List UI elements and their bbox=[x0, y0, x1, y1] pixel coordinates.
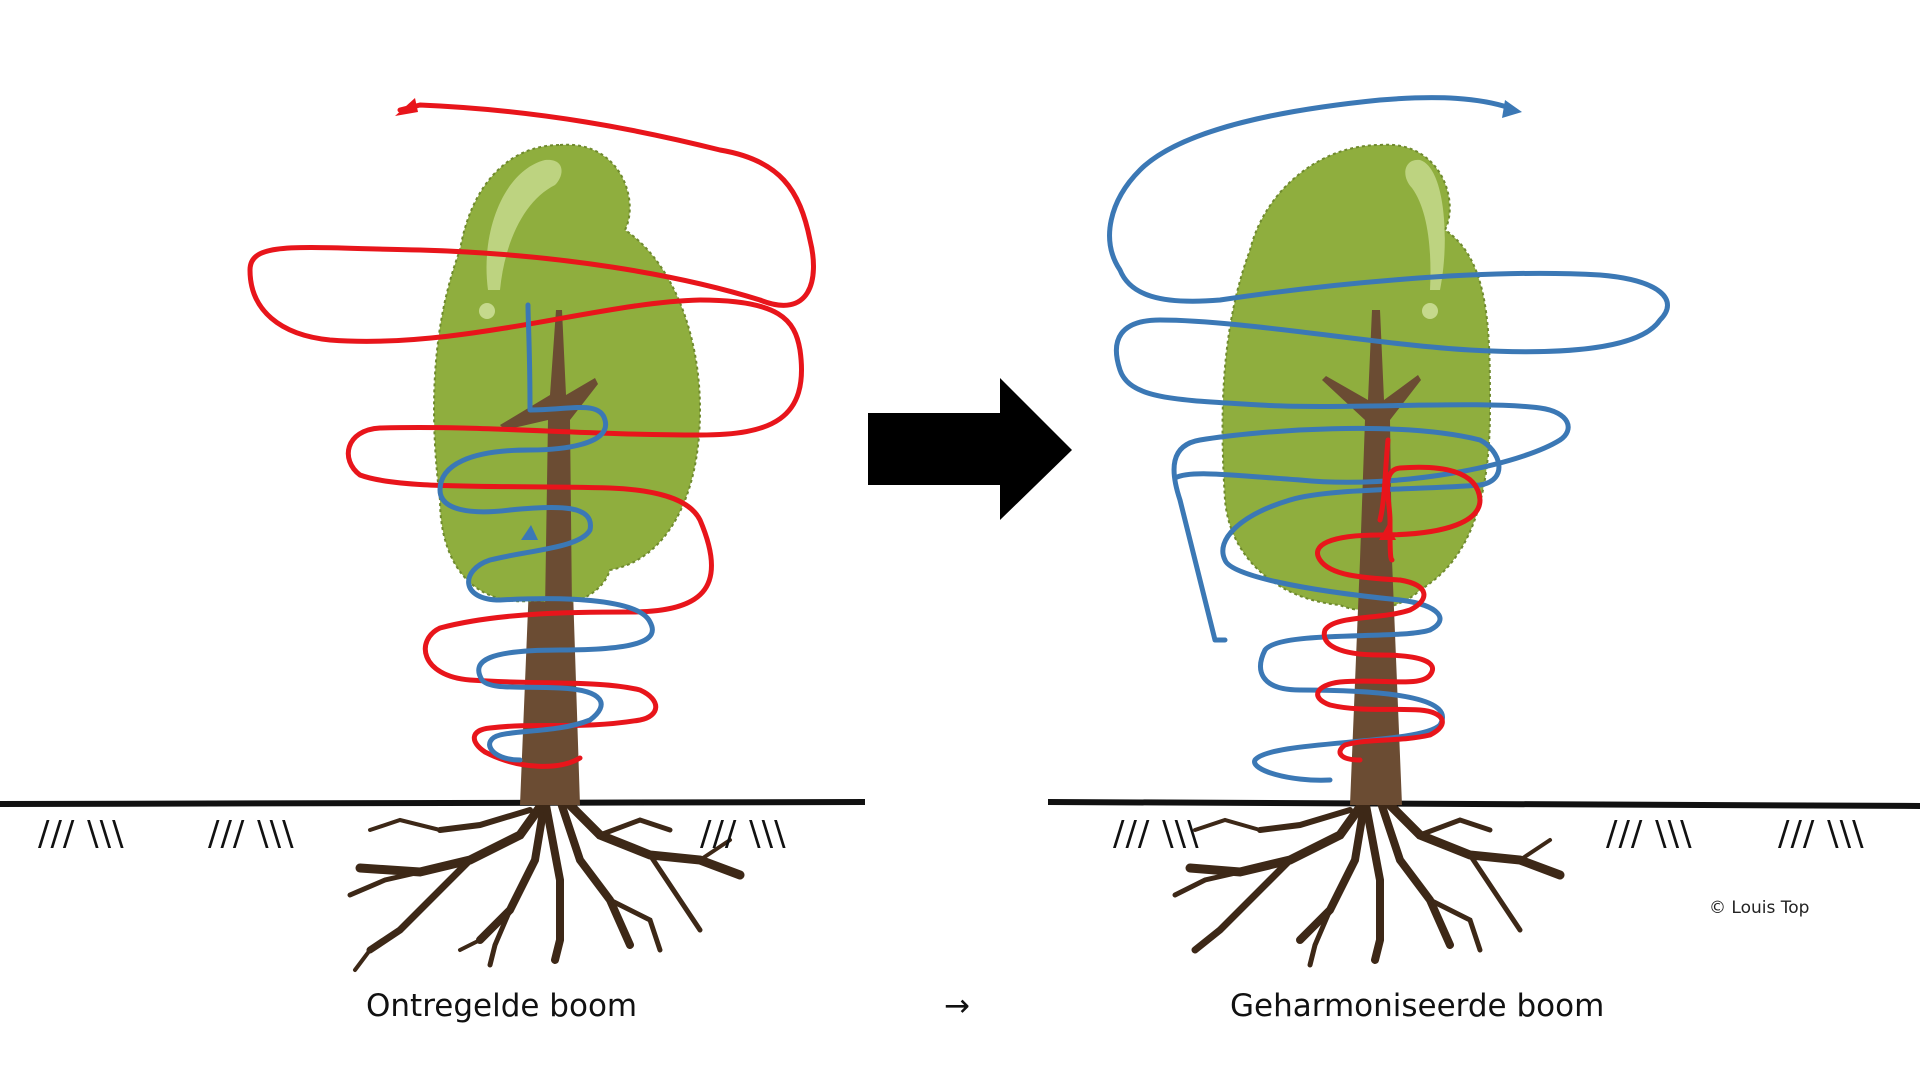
block-arrow-right-icon bbox=[868, 378, 1072, 520]
right-red-arrowhead bbox=[1379, 524, 1396, 540]
right-roots bbox=[1172, 795, 1565, 968]
copyright-notice: © Louis Top bbox=[1709, 898, 1810, 918]
left-branches bbox=[500, 310, 598, 610]
left-blue-flow bbox=[437, 302, 655, 763]
ground-hatch-5: /// \\\ bbox=[1606, 814, 1693, 854]
left-ground-line bbox=[0, 799, 866, 807]
right-blue-arrowhead bbox=[1502, 100, 1522, 118]
ground-hatch-4: /// \\\ bbox=[1113, 814, 1200, 854]
caption-arrow: → bbox=[944, 988, 970, 1024]
right-highlight-dot bbox=[1422, 303, 1438, 319]
caption-harmonized-tree: Geharmoniseerde boom bbox=[1230, 988, 1605, 1024]
left-blue-arrowhead bbox=[521, 525, 538, 540]
ground-hatch-3: /// \\\ bbox=[700, 814, 787, 854]
ground-hatch-6: /// \\\ bbox=[1778, 814, 1865, 854]
ground-hatch-2: /// \\\ bbox=[208, 814, 295, 854]
right-foliage-highlight bbox=[1405, 159, 1445, 290]
caption-untuned-tree: Ontregelde boom bbox=[366, 988, 638, 1024]
left-tree-group bbox=[0, 98, 866, 972]
right-red-flow bbox=[1315, 437, 1483, 763]
left-red-flow bbox=[247, 102, 816, 769]
left-red-arrowhead bbox=[395, 98, 418, 116]
ground-hatch-1: /// \\\ bbox=[38, 814, 125, 854]
right-tree-group bbox=[1047, 95, 1920, 968]
right-foliage bbox=[1221, 143, 1492, 611]
left-roots bbox=[347, 795, 745, 972]
right-ground-line bbox=[1047, 799, 1920, 809]
left-foliage-highlight bbox=[486, 159, 562, 290]
left-highlight-dot bbox=[479, 303, 495, 319]
